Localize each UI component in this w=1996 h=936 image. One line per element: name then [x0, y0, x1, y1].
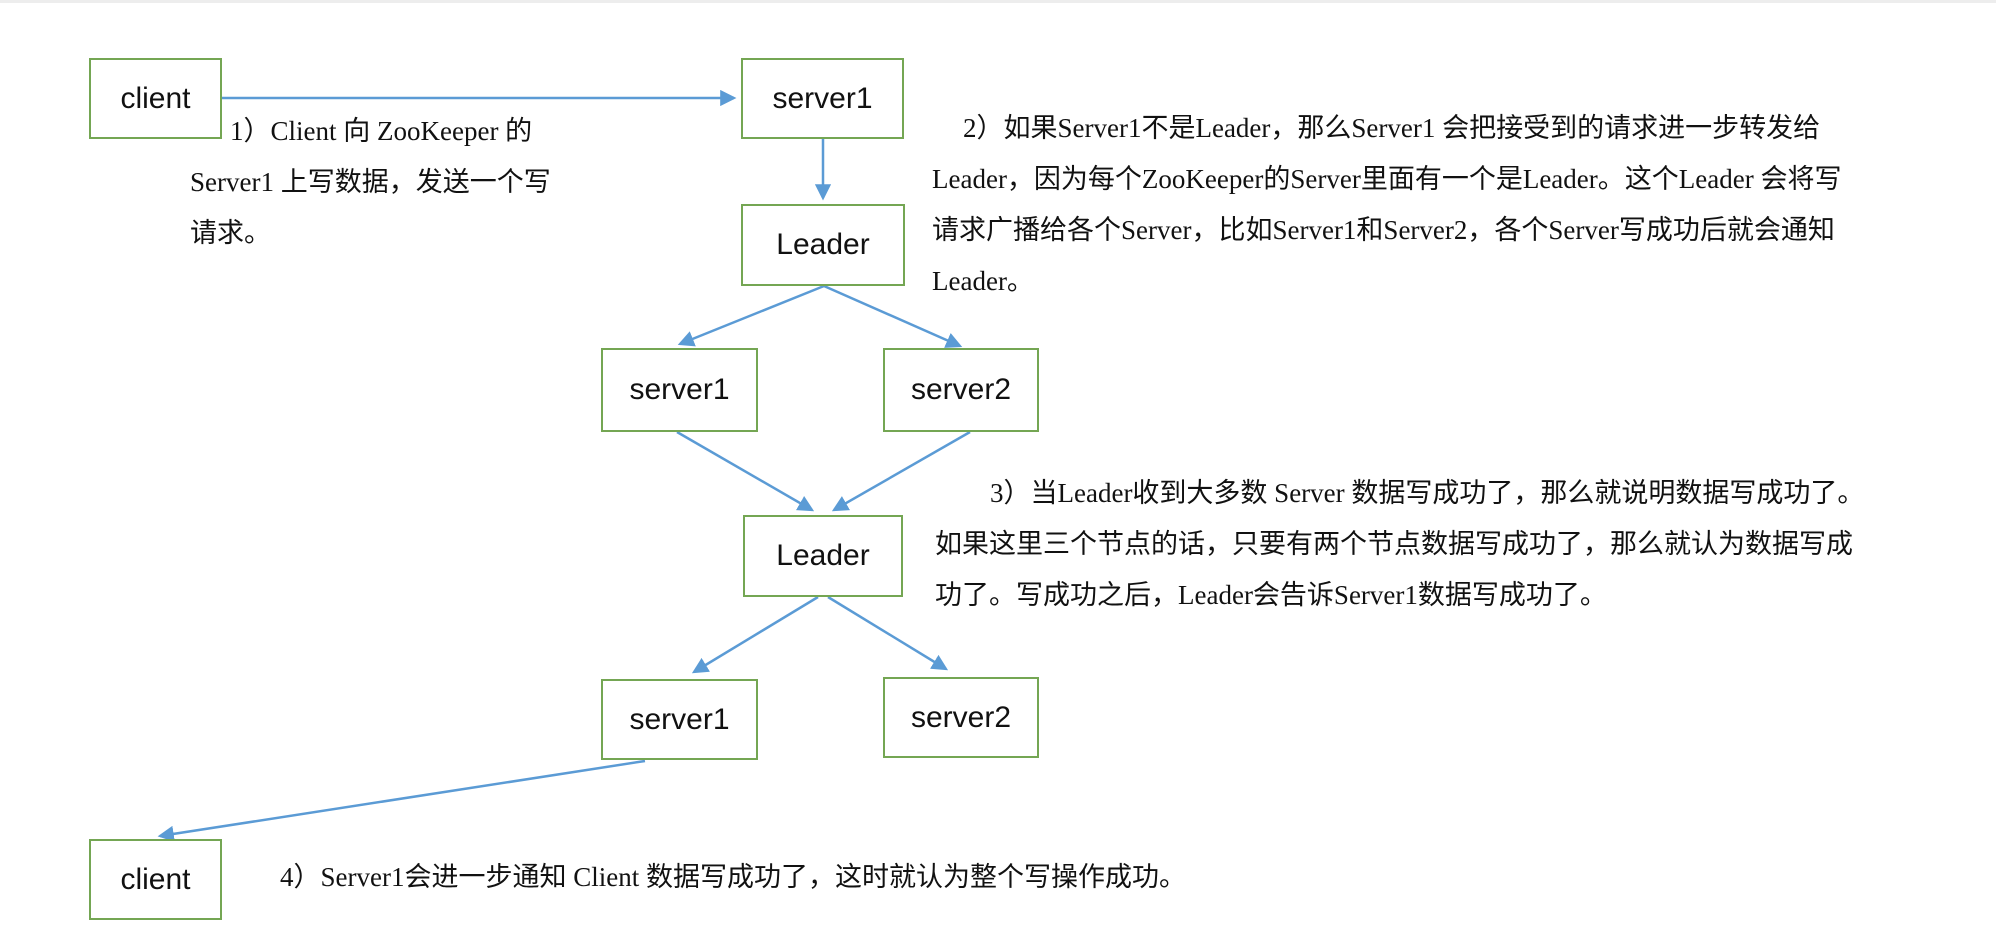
annotation-note-2-line-3: 请求广播给各个Server，比如Server1和Server2，各个Server… [932, 215, 1835, 245]
node-server1-bot: server1 [601, 679, 758, 760]
node-label-client-top: client [120, 81, 191, 115]
arrow-server1bot-to-clientbot [157, 759, 646, 842]
node-label-leader-2: Leader [776, 539, 870, 572]
node-label-client-bot: client [120, 862, 191, 896]
annotation-note-1-line-1: 1）Client 向 ZooKeeper 的 [230, 116, 533, 146]
node-server1-mid: server1 [601, 348, 758, 432]
node-label-server1-bot: server1 [629, 702, 730, 736]
node-client-bot: client [89, 839, 222, 920]
annotation-note-1: 1）Client 向 ZooKeeper 的 Server1 上写数据，发送一个写… [190, 106, 670, 259]
annotation-note-3-line-2: 如果这里三个节点的话，只要有两个节点数据写成功了，那么就认为数据写成 [935, 529, 1853, 559]
annotation-note-4: 4）Server1会进一步通知 Client 数据写成功了，这时就认为整个写操作… [280, 852, 1280, 903]
node-client-top: client [89, 58, 222, 139]
annotation-note-3-line-3: 功了。写成功之后，Leader会告诉Server1数据写成功了。 [935, 580, 1607, 610]
annotation-note-2-line-4: Leader。 [932, 266, 1034, 296]
node-leader-2: Leader [743, 515, 903, 597]
annotation-note-2-line-1: 2）如果Server1不是Leader，那么Server1 会把接受到的请求进一… [963, 113, 1821, 143]
arrow-leader2-to-server1bot [691, 595, 819, 674]
node-leader-1: Leader [741, 204, 905, 286]
node-server2-bot: server2 [883, 677, 1039, 758]
annotation-note-4-line-1: 4）Server1会进一步通知 Client 数据写成功了，这时就认为整个写操作… [280, 862, 1186, 892]
node-label-server1-mid: server1 [629, 373, 730, 406]
arrow-server1mid-to-leader2 [676, 430, 815, 512]
node-server2-mid: server2 [883, 348, 1039, 432]
top-edge-artifact [0, 0, 1996, 3]
arrow-leader2-to-server2bot [827, 595, 949, 671]
annotation-note-2-line-2: Leader，因为每个ZooKeeper的Server里面有一个是Leader。… [932, 164, 1842, 194]
node-label-server1-top: server1 [772, 81, 873, 115]
node-label-server2-bot: server2 [910, 700, 1012, 734]
node-label-server2-mid: server2 [910, 373, 1012, 406]
annotation-note-3-line-1: 3）当Leader收到大多数 Server 数据写成功了，那么就说明数据写成功了… [990, 478, 1865, 508]
arrow-leader1-to-server1mid [677, 284, 825, 347]
annotation-note-2: 2）如果Server1不是Leader，那么Server1 会把接受到的请求进一… [932, 103, 1996, 307]
node-label-leader-1: Leader [776, 228, 870, 261]
annotation-note-3: 3）当Leader收到大多数 Server 数据写成功了，那么就说明数据写成功了… [935, 468, 1996, 621]
annotation-note-1-line-3: 请求。 [190, 218, 271, 248]
node-server1-top: server1 [741, 58, 904, 139]
annotation-note-1-line-2: Server1 上写数据，发送一个写 [190, 167, 551, 197]
